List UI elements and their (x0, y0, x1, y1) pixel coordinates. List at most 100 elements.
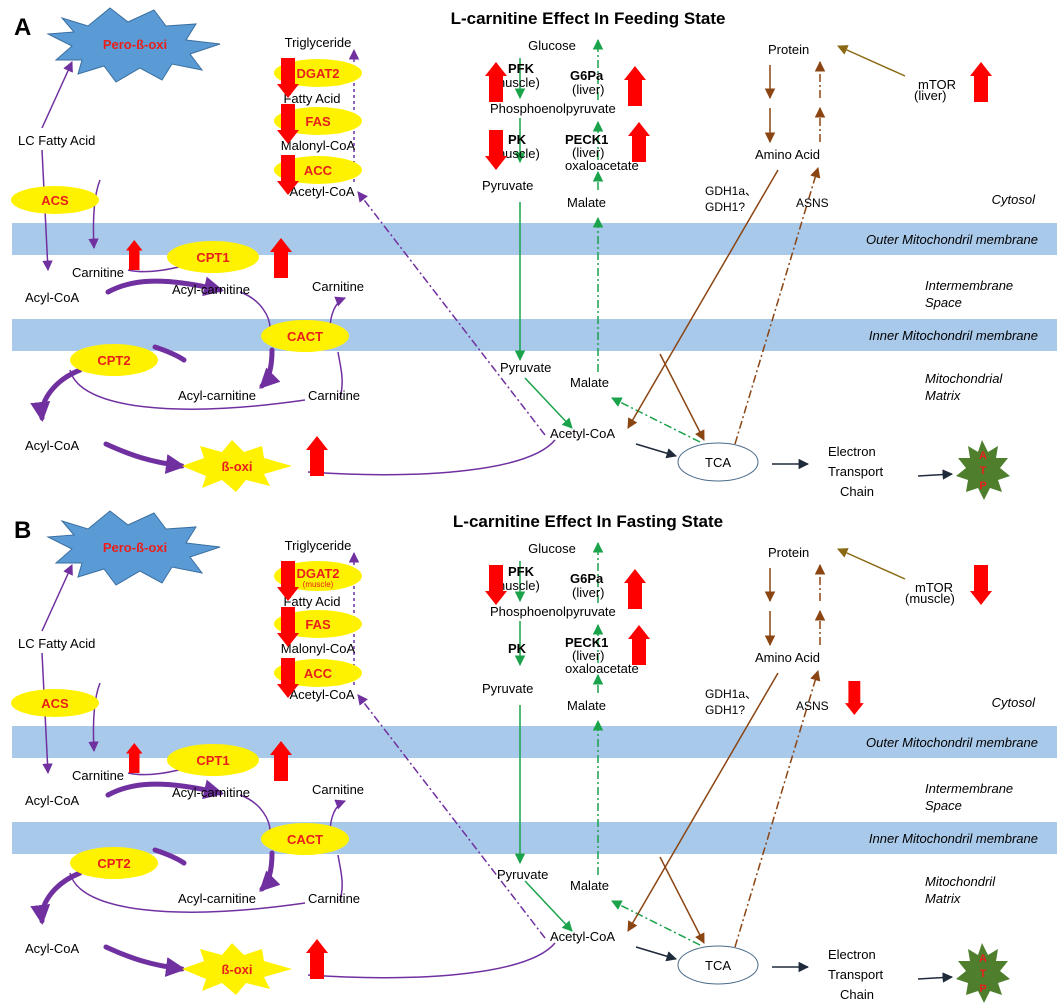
cact-to-acylcarnitine-thick (259, 850, 281, 892)
gdh-label-2: GDH1? (705, 200, 745, 214)
acyl-coa-label-2: Acyl-CoA (25, 438, 80, 453)
triglyceride-label: Triglyceride (285, 35, 352, 50)
fas-enzyme (274, 610, 362, 638)
atp-letter-a: A (979, 953, 987, 965)
g6pa-up-arrow (624, 569, 646, 609)
acs-enzyme (11, 689, 99, 717)
dgat2-down-arrow (277, 561, 299, 601)
cpt2-thick-right (152, 344, 187, 363)
glucose-label: Glucose (528, 541, 576, 556)
etc-label-3: Chain (840, 484, 874, 499)
g6pa-sub-label: (liver) (572, 585, 605, 600)
cact-enzyme (261, 320, 349, 352)
panel-title: L-carnitine Effect In Fasting State (453, 512, 723, 531)
fas-down-arrow (277, 607, 299, 647)
glucose-label: Glucose (528, 38, 576, 53)
pfk-label: PFK (508, 61, 535, 76)
cpt1-label: CPT1 (196, 250, 229, 265)
intermembrane-label: Intermembrane (925, 781, 1013, 796)
mtor-to-protein (837, 548, 906, 580)
cpt2-loop (69, 872, 306, 913)
aa-to-tca-2 (659, 353, 705, 441)
outer-membrane-label: Outer Mitochondril membrane (866, 232, 1038, 247)
acc-enzyme (274, 659, 362, 687)
carnitine-up-arrow (126, 743, 143, 773)
cpt2-to-acylcoa-thick (30, 367, 83, 422)
acc-down-arrow (277, 658, 299, 698)
cpt2-loop (69, 369, 306, 410)
atp-letter-t: T (980, 968, 987, 980)
acetyl-coa-to-acc (357, 694, 546, 939)
intermembrane-label-2: Space (925, 798, 962, 813)
acyl-coa-to-beta (307, 942, 556, 979)
gdh-label: GDH1a、 (705, 687, 757, 701)
matrix-label-2: Matrix (925, 388, 961, 403)
carnitine-return (337, 351, 343, 399)
panel-title: L-carnitine Effect In Feeding State (451, 9, 726, 28)
g6pa-up-arrow (624, 66, 646, 106)
inner-membrane-band (12, 822, 1057, 854)
cpt1-enzyme (167, 241, 259, 273)
protein-label: Protein (768, 42, 809, 57)
carnitine-label-3: Carnitine (308, 388, 360, 403)
fatty-acid-label: Fatty Acid (283, 91, 340, 106)
cytosol-label: Cytosol (992, 192, 1036, 207)
pero-beta-oxi-burst (46, 7, 221, 83)
beta-oxi-burst (182, 440, 292, 492)
acyl-carnitine-label: Acyl-carnitine (172, 282, 250, 297)
inner-membrane-label: Inner Mitochondril membrane (869, 328, 1038, 343)
malate-mito-label: Malate (570, 878, 609, 893)
malate-cyto-label: Malate (567, 698, 606, 713)
acyl-carnitine-label-2: Acyl-carnitine (178, 388, 256, 403)
fas-label: FAS (305, 617, 331, 632)
acylcoa-to-betaoxi-thick (103, 441, 186, 474)
atp-burst (956, 440, 1010, 500)
etc-label-1: Electron (828, 444, 876, 459)
pyruvate-to-acetylcoa (524, 880, 573, 932)
lc-fa-to-pero-arrow (41, 61, 73, 129)
beta-oxi-label: ß-oxi (221, 459, 252, 474)
mtor-down-arrow (970, 565, 992, 605)
acyl-carnitine-label: Acyl-carnitine (172, 785, 250, 800)
etc-to-atp (917, 972, 954, 983)
gdh-label-2: GDH1? (705, 703, 745, 717)
pep-label: Phosphoenolpyruvate (490, 604, 616, 619)
acs-label: ACS (41, 193, 69, 208)
tca-label: TCA (705, 958, 731, 973)
beta-oxi-up-arrow (306, 436, 328, 476)
dgat2-sub-label: (muscle) (303, 580, 334, 589)
carnitine-label-2: Carnitine (312, 782, 364, 797)
dgat2-label: DGAT2 (296, 66, 339, 81)
etc-label-1: Electron (828, 947, 876, 962)
tca-to-aa (734, 669, 821, 948)
protein-label: Protein (768, 545, 809, 560)
acylcoa-to-cpt1-thick (105, 779, 224, 800)
change-arrows (126, 58, 992, 476)
fas-down-arrow (277, 104, 299, 144)
carnitine-return (337, 854, 343, 902)
malate-cyto-label: Malate (567, 195, 606, 210)
tca-to-malate (611, 900, 701, 946)
etc-to-atp (917, 469, 954, 480)
fatty-acid-label: Fatty Acid (283, 594, 340, 609)
atp-letter-p: P (979, 983, 986, 995)
atp-letter-t: T (980, 465, 987, 477)
intermembrane-label-2: Space (925, 295, 962, 310)
acylcarnitine-to-cact (239, 794, 271, 832)
beta-oxi-up-arrow (306, 939, 328, 979)
matrix-label: Mitochondril (925, 874, 996, 889)
amino-acid-label: Amino Acid (755, 147, 820, 162)
beta-oxi-burst (182, 943, 292, 995)
oxaloacetate-label: oxaloacetate (565, 661, 639, 676)
malate-mito-label: Malate (570, 375, 609, 390)
atp-burst (956, 943, 1010, 1003)
acylcarnitine-to-cact (239, 291, 271, 329)
cpt2-label: CPT2 (97, 353, 130, 368)
carnitine-up-arrow (126, 240, 143, 270)
acylcoa-to-cpt1-thick (105, 276, 224, 297)
malonyl-coa-label: Malonyl-CoA (281, 138, 356, 153)
pfk-up-arrow (485, 62, 507, 102)
acs-label: ACS (41, 696, 69, 711)
pyruvate-cyto-label: Pyruvate (482, 178, 533, 193)
